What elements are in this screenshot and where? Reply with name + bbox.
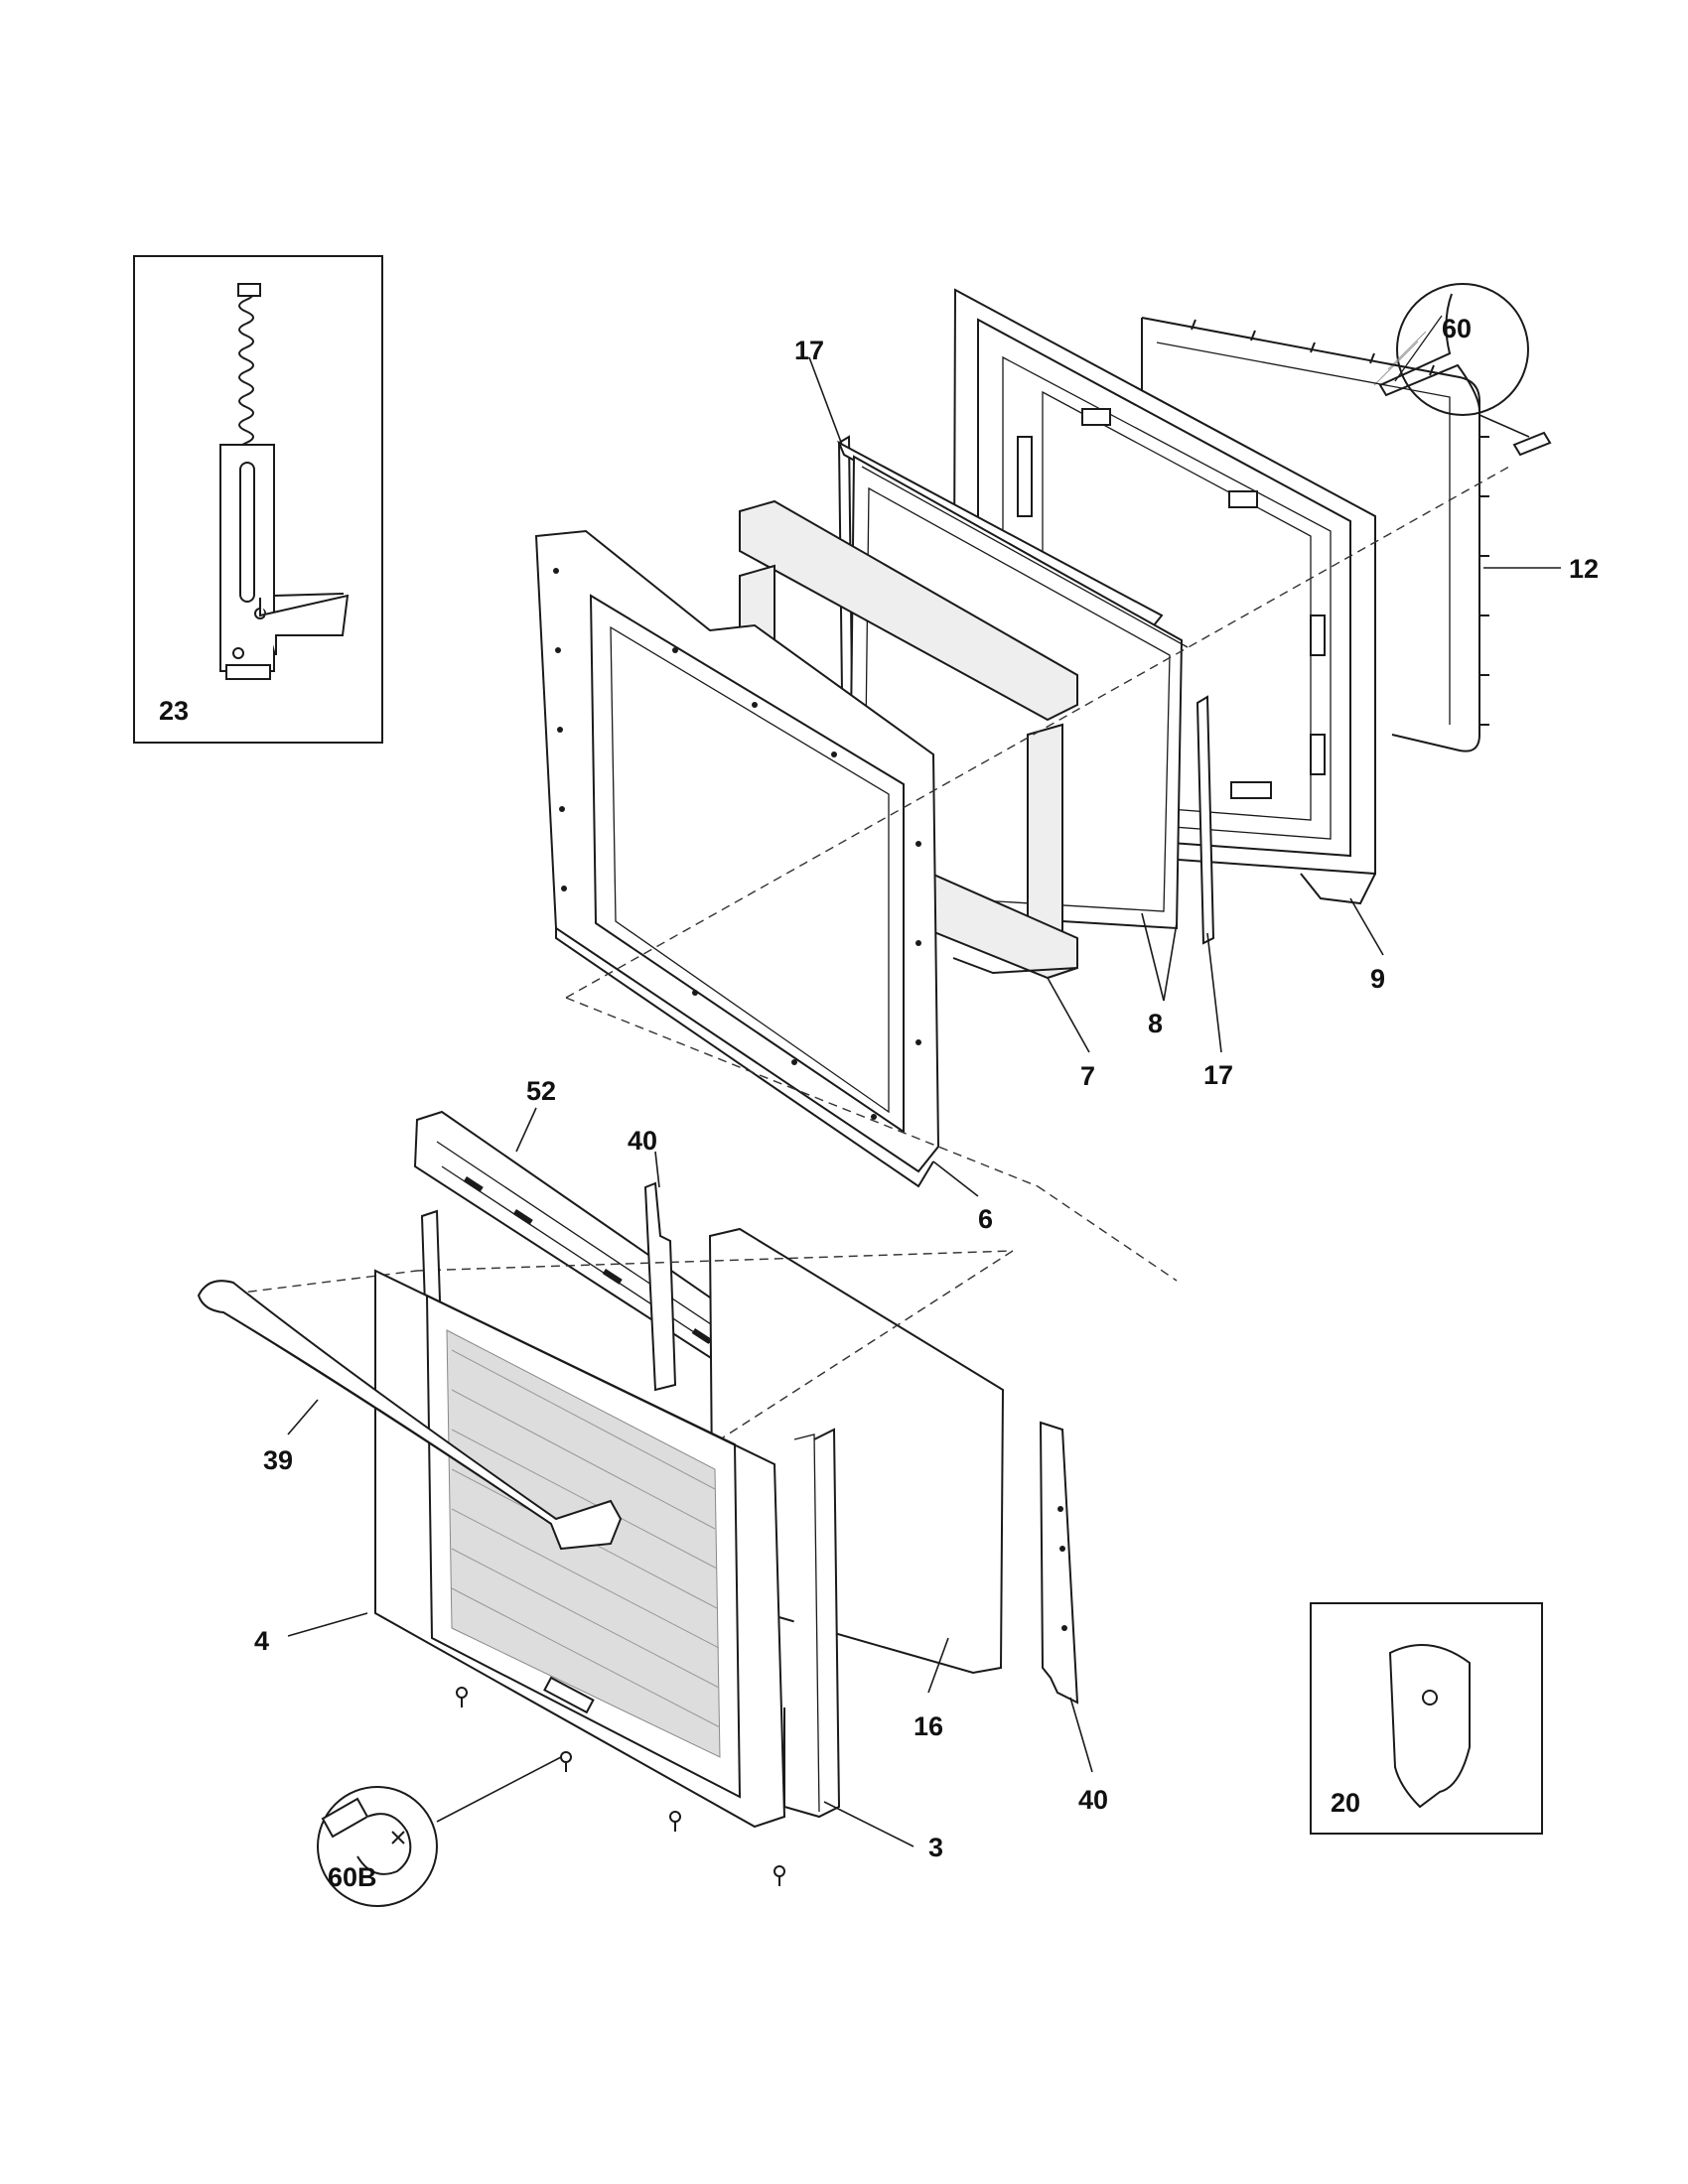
inset-hinge-23: 23 [133,255,383,744]
callout-7: 7 [1080,1061,1095,1091]
part-6-door-frame: 6 [534,529,993,1234]
callout-12: 12 [1569,554,1599,584]
part-40-vent-bracket-right: 40 [1039,1421,1108,1815]
hinge-body [219,444,350,680]
hinge-spring [237,283,261,468]
part-17-glass-retainer-right: 17 [1196,695,1233,1090]
inset-cover-20: 20 [1310,1602,1543,1835]
liner-brackets [1017,408,1326,799]
callout-52: 52 [526,1076,556,1106]
door-panel-screws [456,1687,785,1886]
callout-20: 20 [1331,1788,1360,1818]
callout-40-top: 40 [628,1126,657,1156]
callout-60: 60 [1442,314,1472,343]
callout-8: 8 [1148,1009,1163,1038]
callout-17-top: 17 [794,336,824,365]
part-60b-screw: 60B [317,1756,562,1907]
part-39-door-handle: 39 [197,1280,623,1551]
callout-60b: 60B [328,1862,377,1892]
callout-23: 23 [159,696,189,726]
callout-39: 39 [263,1445,293,1475]
frame-holes [553,568,921,1120]
callout-9: 9 [1370,964,1385,994]
part-12-door-gasket: 12 [1141,317,1599,752]
callout-40-bottom: 40 [1078,1785,1108,1815]
callout-3: 3 [928,1833,943,1862]
callout-6: 6 [978,1204,993,1234]
gasket-clips [1191,319,1489,726]
callout-16: 16 [914,1711,943,1741]
callout-17-bottom: 17 [1203,1060,1233,1090]
part-40-vent-bracket-left: 40 [628,1126,677,1392]
callout-4: 4 [254,1626,269,1656]
alignment-lines-upper [565,466,1510,1282]
part-60-screw: 60 [1373,283,1552,457]
